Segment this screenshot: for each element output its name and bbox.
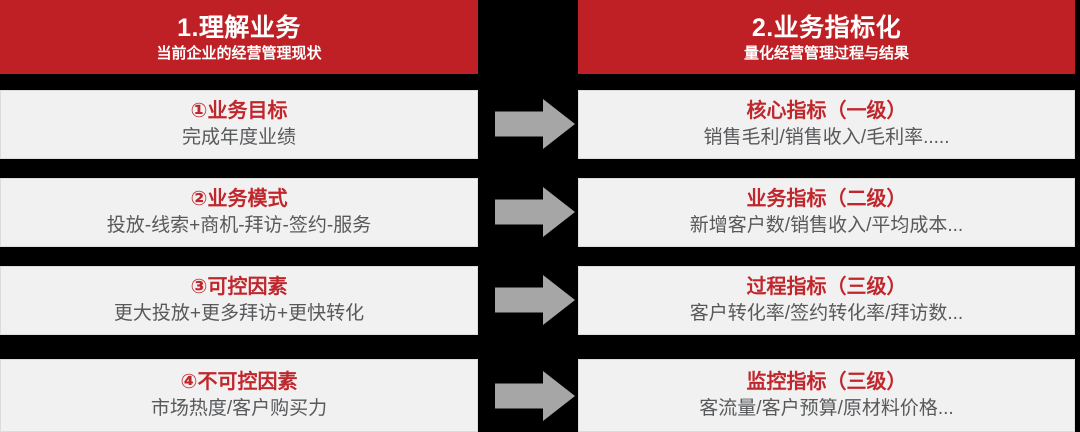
right-card-2: 业务指标（二级） 新增客户数/销售收入/平均成本... [578, 178, 1075, 247]
left-card-4-title: ④不可控因素 [180, 370, 298, 393]
right-card-4-subtitle: 客流量/客户预算/原材料价格... [699, 397, 954, 419]
left-card-3-subtitle: 更大投放+更多拜访+更快转化 [113, 302, 365, 324]
right-card-4: 监控指标（三级） 客流量/客户预算/原材料价格... [578, 359, 1075, 432]
right-header-title: 2.业务指标化 [751, 13, 902, 42]
left-card-1: ①业务目标 完成年度业绩 [0, 90, 478, 159]
left-header-title: 1.理解业务 [177, 13, 301, 42]
left-card-1-subtitle: 完成年度业绩 [181, 126, 296, 148]
left-column-header: 1.理解业务 当前企业的经营管理现状 [0, 0, 478, 74]
right-card-2-subtitle: 新增客户数/销售收入/平均成本... [689, 214, 964, 236]
right-header-subtitle: 量化经营管理过程与结果 [743, 44, 909, 62]
left-card-2-subtitle: 投放-线索+商机-拜访-签约-服务 [106, 214, 372, 236]
arrow-right-icon-4 [495, 371, 575, 421]
arrow-right-icon-1 [495, 99, 575, 149]
right-card-3-title: 过程指标（三级） [746, 275, 907, 298]
right-card-3: 过程指标（三级） 客户转化率/签约转化率/拜访数... [578, 266, 1075, 335]
right-column-header: 2.业务指标化 量化经营管理过程与结果 [578, 0, 1075, 74]
left-card-2: ②业务模式 投放-线索+商机-拜访-签约-服务 [0, 178, 478, 247]
right-card-3-subtitle: 客户转化率/签约转化率/拜访数... [689, 302, 964, 324]
left-card-4: ④不可控因素 市场热度/客户购买力 [0, 359, 478, 432]
left-header-subtitle: 当前企业的经营管理现状 [156, 44, 322, 62]
right-card-1: 核心指标（一级） 销售毛利/销售收入/毛利率..... [578, 90, 1075, 159]
right-card-1-title: 核心指标（一级） [746, 99, 907, 122]
arrow-right-icon-3 [495, 275, 575, 325]
left-card-3: ③可控因素 更大投放+更多拜访+更快转化 [0, 266, 478, 335]
left-card-1-title: ①业务目标 [190, 99, 288, 122]
left-card-3-title: ③可控因素 [190, 275, 288, 298]
right-card-4-title: 监控指标（三级） [746, 370, 907, 393]
right-card-1-subtitle: 销售毛利/销售收入/毛利率..... [703, 126, 950, 148]
right-card-2-title: 业务指标（二级） [746, 187, 907, 210]
left-card-2-title: ②业务模式 [190, 187, 288, 210]
left-card-4-subtitle: 市场热度/客户购买力 [150, 397, 328, 419]
arrow-right-icon-2 [495, 187, 575, 237]
